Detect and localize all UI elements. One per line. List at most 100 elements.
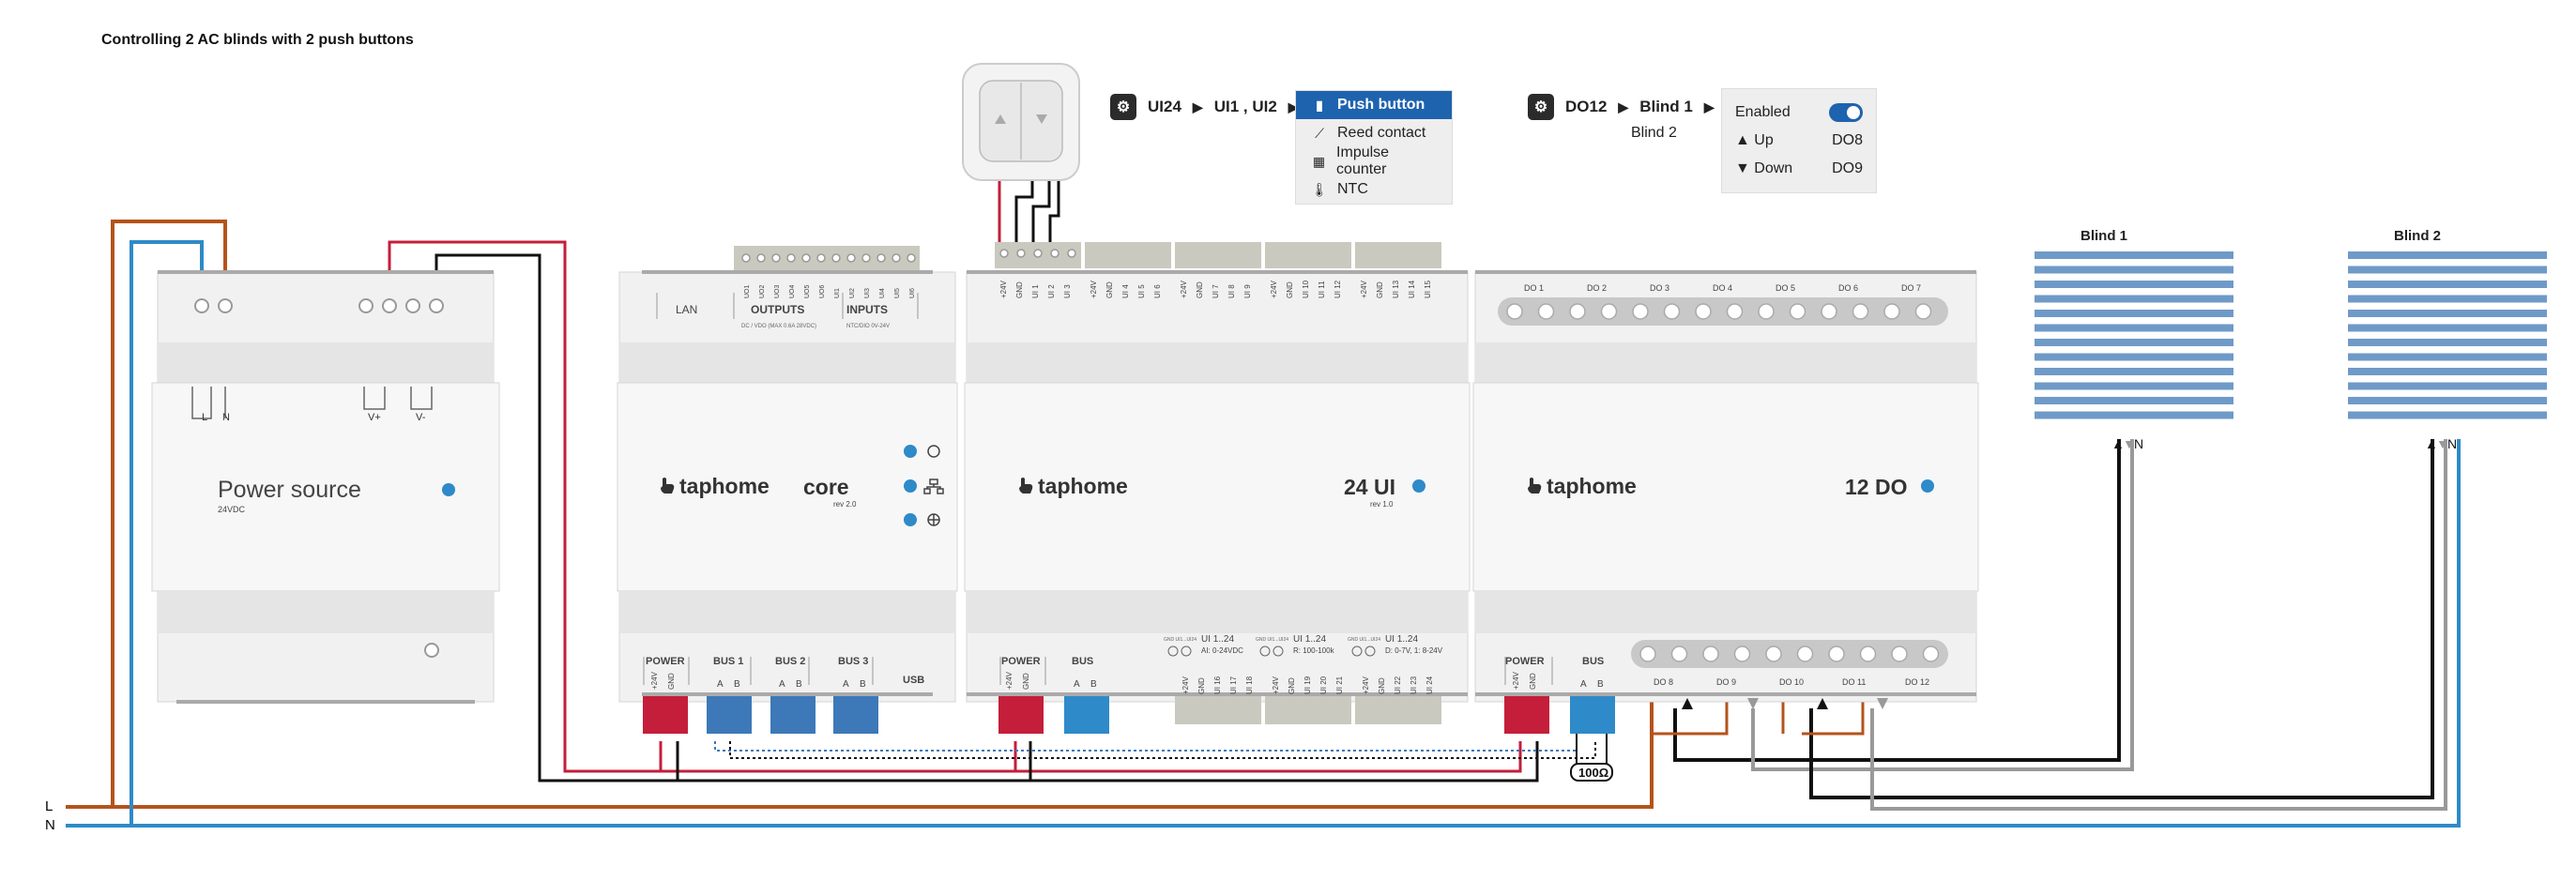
do12-screws: [1506, 303, 1940, 662]
core-bus1-a: A: [717, 679, 724, 690]
do12-model: 12 DO: [1845, 475, 1907, 499]
gear-icon[interactable]: ⚙: [1528, 94, 1554, 120]
reed-contact-icon: ⟋: [1315, 125, 1324, 141]
ui24-pin-label: +24V: [1181, 676, 1190, 694]
core-pin-label: UO3: [774, 285, 781, 299]
option-ntc[interactable]: 🌡NTC: [1296, 175, 1452, 204]
screw-icon: [1859, 646, 1877, 662]
blind-slat: [2035, 368, 2233, 375]
blind-slat: [2035, 339, 2233, 346]
ps-name: Power source: [218, 477, 361, 503]
ps-sub: 24VDC: [218, 505, 246, 514]
wire-l: [66, 694, 1654, 809]
ui24-pin-label: UI 4: [1121, 284, 1130, 298]
ui24-pin-label: UI 8: [1227, 284, 1236, 298]
screw-icon: [1765, 646, 1782, 662]
ps-terminal-n: N: [222, 412, 230, 423]
legend-symbol-icon: [1259, 646, 1271, 657]
option-push-button[interactable]: ▮Push button: [1296, 91, 1452, 119]
config-do12-alt[interactable]: Blind 2: [1631, 125, 1677, 141]
ui24-top-screws: [999, 249, 1076, 258]
ui24-pin-label: UI 12: [1334, 280, 1342, 298]
screw-icon: [1569, 303, 1586, 320]
do12-power-pin-24v: +24V: [1512, 671, 1520, 690]
screw-icon: [1702, 646, 1719, 662]
blind-slat: [2035, 411, 2233, 419]
enabled-toggle[interactable]: [1829, 103, 1863, 122]
blind-slat: [2348, 339, 2547, 346]
ui24-pin-label: UI 18: [1245, 676, 1254, 694]
legend-tag: GND UI1...UI24: [1348, 637, 1380, 643]
do-top-label: DO 4: [1713, 283, 1732, 293]
screw-icon: [1891, 646, 1908, 662]
screw-icon: [1663, 303, 1681, 320]
do-top-label: DO 5: [1776, 283, 1795, 293]
taphome-logo-icon: [1019, 478, 1033, 494]
push-button-switch: [962, 63, 1080, 181]
ui24-status-led: [1412, 479, 1425, 493]
gear-icon[interactable]: ⚙: [1110, 94, 1136, 120]
do12-bus-label: BUS: [1582, 656, 1604, 667]
power-source-module: L N V+ V- Power source 24VDC: [151, 270, 500, 704]
down-value[interactable]: DO9: [1832, 160, 1863, 176]
config-path-ui24: ⚙ UI24 ▶ UI1 , UI2 ▶: [1110, 94, 1310, 120]
screw-icon: [1600, 303, 1618, 320]
core-pin-label: UI2: [849, 288, 856, 298]
core-led-3: [904, 513, 917, 526]
taphome-logo-icon: [1528, 478, 1542, 494]
ui24-pin-label: GND: [1286, 281, 1294, 298]
input-type-menu: ▮Push button ⟋Reed contact ▦Impulse coun…: [1295, 90, 1453, 205]
ui24-pin-label: +24V: [1272, 676, 1280, 694]
ui24-pin-label: UI 23: [1410, 676, 1418, 694]
page-title: Controlling 2 AC blinds with 2 push butt…: [101, 32, 414, 48]
core-bus1-connector: [707, 696, 752, 734]
option-reed-contact[interactable]: ⟋Reed contact: [1296, 119, 1452, 147]
do-bottom-label: DO 11: [1842, 677, 1866, 687]
core-pin-gnd: GND: [667, 673, 676, 690]
ui24-pin-label: UI 10: [1302, 280, 1310, 298]
option-label: Impulse counter: [1336, 144, 1390, 177]
blind-slat: [2348, 251, 2547, 259]
core-bus2-connector: [770, 696, 815, 734]
ui24-pin-label: UI 11: [1318, 281, 1326, 298]
core-pin-label: UO1: [744, 285, 751, 299]
ui24-pin-label: +24V: [1270, 280, 1278, 298]
legend-symbol-icon: [1273, 646, 1284, 657]
ui24-pin-label: UI 9: [1243, 284, 1252, 298]
screw-icon: [1828, 646, 1845, 662]
blind-slat: [2348, 281, 2547, 288]
screw-icon: [1670, 646, 1688, 662]
do12-power-label: POWER: [1505, 656, 1545, 667]
do-bottom-label: DO 9: [1716, 677, 1736, 687]
down-label: ▼ Down: [1735, 160, 1793, 176]
legend-text: R: 100-100k: [1293, 646, 1335, 655]
option-impulse-counter[interactable]: ▦Impulse counter: [1296, 144, 1452, 177]
taphome-logo-icon: [661, 478, 675, 494]
core-power-connector: [643, 696, 688, 734]
ui24-pin-label: UI 22: [1394, 676, 1402, 694]
up-value[interactable]: DO8: [1832, 132, 1863, 148]
core-pin-24v: +24V: [650, 671, 659, 690]
up-triangle-icon: [1682, 698, 1693, 709]
core-outputs-label: OUTPUTS: [751, 303, 804, 316]
core-usb-label: USB: [903, 675, 924, 686]
ui24-pin-label: UI 2: [1047, 284, 1056, 298]
do-top-label: DO 6: [1838, 283, 1858, 293]
core-bus3-b: B: [860, 679, 866, 690]
ui24-pin-label: GND: [1378, 677, 1386, 694]
ui24-pin-label: GND: [1197, 677, 1206, 694]
legend-head: UI 1..24: [1385, 634, 1418, 645]
core-outputs-sub: DC / VDO (MAX 0.6A 28VDC): [741, 324, 816, 329]
blind-slat: [2348, 310, 2547, 317]
option-label: Push button: [1337, 97, 1425, 113]
blind-settings-panel: Enabled ▲ Up DO8 ▼ Down DO9: [1721, 88, 1877, 193]
blind-n-terminal: N: [2134, 436, 2143, 451]
blind-up-terminal: ▲: [2111, 436, 2125, 451]
arrow-right-icon: ▶: [1703, 99, 1715, 114]
ui24-pin-label: GND: [1288, 677, 1296, 694]
wire-24v: [388, 240, 1522, 773]
thermometer-icon: 🌡: [1311, 181, 1328, 197]
blind-slat: [2348, 266, 2547, 274]
